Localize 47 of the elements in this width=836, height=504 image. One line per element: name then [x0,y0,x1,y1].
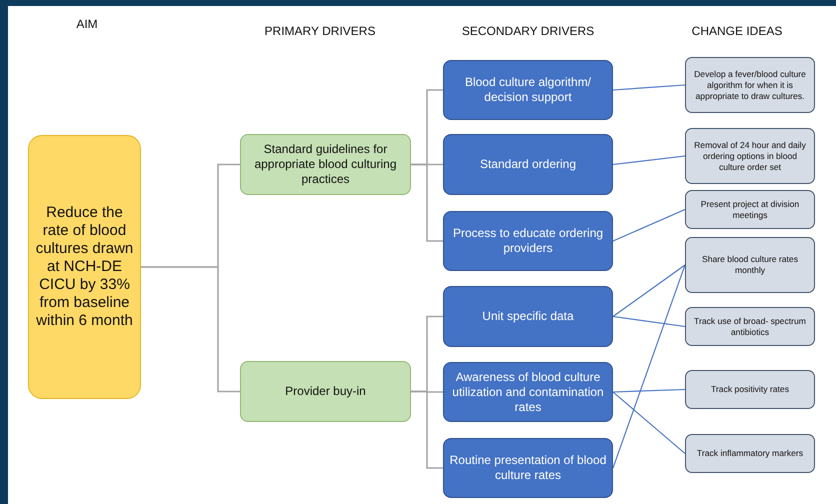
node-text: Routine presentation of blood culture rates [449,453,607,483]
change-idea-box [685,307,815,346]
node-text: Track use of broad- spectrum antibiotics [693,316,807,338]
node-text: Provider buy-in [285,384,366,399]
column-heading: AIM [76,17,98,31]
node-text: Process to educate ordering providers [452,226,604,256]
column-heading: SECONDARY DRIVERS [462,24,594,38]
connector-line [612,209,686,242]
change-idea-box [685,190,815,229]
change-idea-box [685,237,815,293]
connector-line [612,155,686,166]
connector-line [612,264,686,468]
node-text: Standard ordering [480,157,576,172]
column-heading: PRIMARY DRIVERS [264,24,376,38]
connector-line [411,390,443,469]
secondary-driver-box [443,134,613,195]
node-text: Develop a fever/blood culture algorithm for when it is appropriate to draw cultures. [693,68,807,102]
aim-box [28,135,141,399]
column-heading: CHANGE IDEAS [692,24,782,38]
connector-line [612,388,686,393]
primary-driver-box [240,361,411,422]
connector-line [612,84,686,91]
change-idea-box [685,57,815,113]
node-text: Removal of 24 hour and daily ordering options in blood culture order set [693,140,807,172]
connector-line [612,264,686,317]
node-text: Reduce the rate of blood cultures drawn at NCH-DE CICU by 33% from baseline within 6 month [34,204,134,330]
node-text: Track positivity rates [711,384,789,395]
secondary-driver-box [443,438,613,498]
connector-line [612,316,686,328]
node-text: Blood culture algorithm/ decision support [464,75,592,105]
connector-line [141,266,240,392]
secondary-driver-box [443,362,613,422]
secondary-driver-box [443,286,613,347]
node-text: Present project at division meetings [700,198,800,220]
node-text: Share blood culture rates monthly [700,254,800,276]
change-idea-box [685,434,815,473]
node-text: Unit specific data [482,309,574,324]
change-idea-box [685,370,815,409]
connector-line [411,164,443,242]
node-text: Track inflammatory markers [696,448,804,459]
connector-line [612,392,686,454]
node-text: Awareness of blood culture utilization and contamination rates [451,370,605,414]
change-idea-box [685,128,815,184]
secondary-driver-box [443,60,613,120]
primary-driver-box [240,134,411,195]
node-text: Standard guidelines for appropriate blood culturing practices [253,142,398,187]
secondary-driver-box [443,211,613,271]
